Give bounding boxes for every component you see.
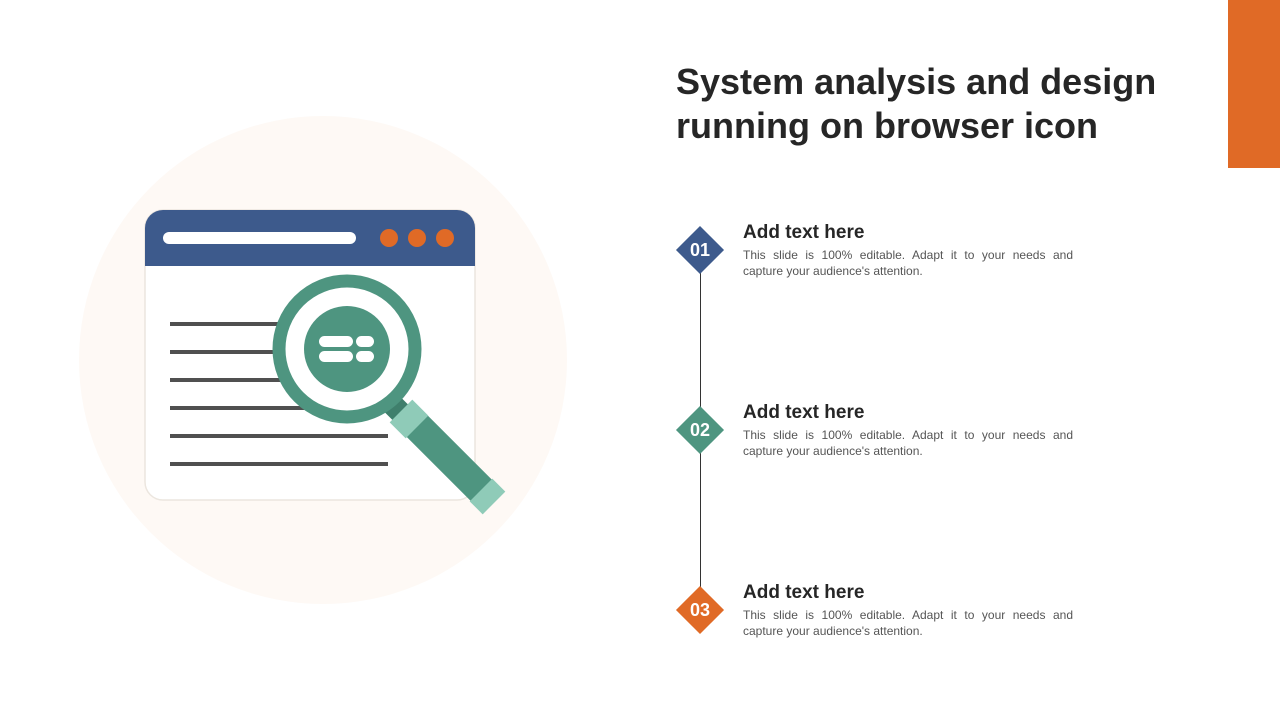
step-description: This slide is 100% editable. Adapt it to… bbox=[743, 248, 1073, 278]
title-line: running on browser icon bbox=[676, 105, 1098, 146]
step-heading: Add text here bbox=[743, 402, 865, 423]
step-heading: Add text here bbox=[743, 222, 865, 243]
timeline-step: 03 Add text here This slide is 100% edit… bbox=[675, 582, 1096, 656]
window-dot-icon bbox=[408, 229, 426, 247]
window-dot-icon bbox=[380, 229, 398, 247]
step-number: 03 bbox=[689, 600, 711, 620]
step-number: 02 bbox=[689, 420, 711, 440]
step-marker: 01 bbox=[675, 225, 725, 275]
step-marker: 02 bbox=[675, 405, 725, 455]
step-description: This slide is 100% editable. Adapt it to… bbox=[743, 428, 1073, 458]
accent-bar bbox=[1228, 0, 1280, 168]
step-description: This slide is 100% editable. Adapt it to… bbox=[743, 608, 1073, 638]
slide-title: System analysis and design running on br… bbox=[676, 60, 1216, 148]
timeline-step: 02 Add text here This slide is 100% edit… bbox=[675, 402, 1096, 476]
magnifier-icon bbox=[272, 274, 506, 515]
timeline-step: 01 Add text here This slide is 100% edit… bbox=[675, 222, 1096, 296]
title-line: System analysis and design bbox=[676, 61, 1157, 102]
browser-magnifier-icon bbox=[79, 116, 567, 604]
step-marker: 03 bbox=[675, 585, 725, 635]
step-number: 01 bbox=[689, 240, 711, 260]
window-dot-icon bbox=[436, 229, 454, 247]
address-bar bbox=[163, 232, 356, 244]
step-heading: Add text here bbox=[743, 582, 865, 603]
